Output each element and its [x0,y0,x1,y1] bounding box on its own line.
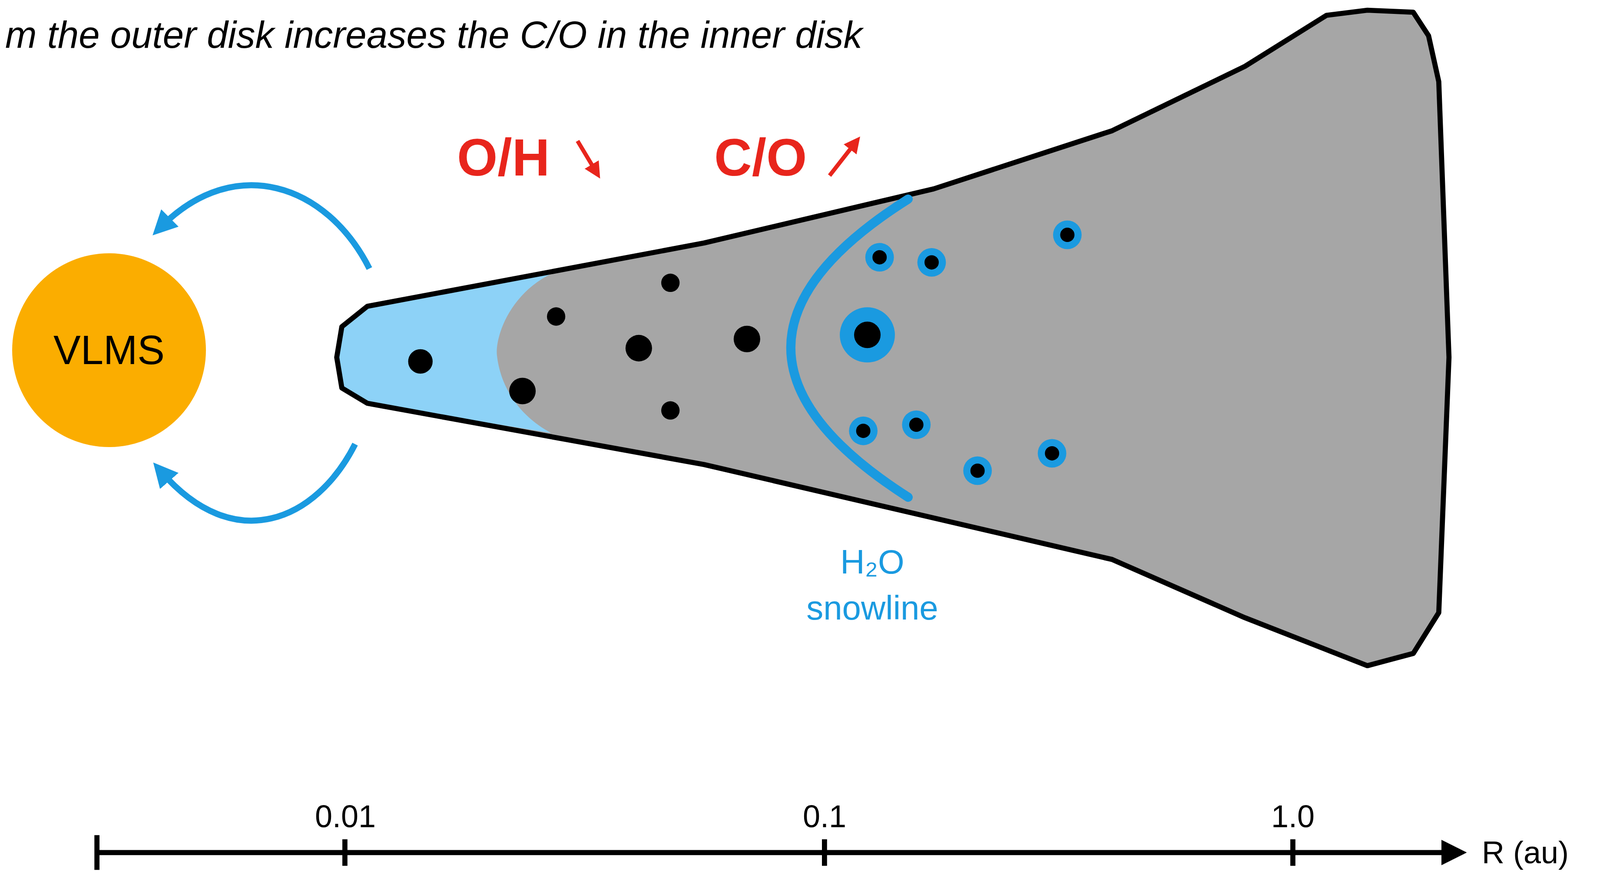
trend-arrow-up [829,142,856,176]
trend-label: C/O [714,127,807,188]
star-label: VLMS [53,326,165,374]
axis-tick-label: 0.1 [802,798,847,835]
radius-axis [96,834,1455,870]
accretion-arrow [161,185,370,269]
snowline-label: H₂O snowline [794,538,951,631]
trend-arrow-down [577,140,596,172]
star-circle: VLMS [12,253,206,448]
icy-grains [839,220,1082,486]
axis-title: R (au) [1481,834,1569,871]
axis-tick-label: 0.01 [314,798,376,835]
accretion-arrow [161,443,355,521]
inner-disk-region [336,271,557,433]
disk-fill [336,10,1449,666]
disk-outline [336,10,1449,666]
dust-grains [408,273,761,420]
trend-label: O/H [457,127,550,188]
figure-caption: m the outer disk increases the C/O in th… [5,13,863,57]
snowline-curve [790,198,908,497]
axis-tick-label: 1.0 [1271,798,1315,835]
